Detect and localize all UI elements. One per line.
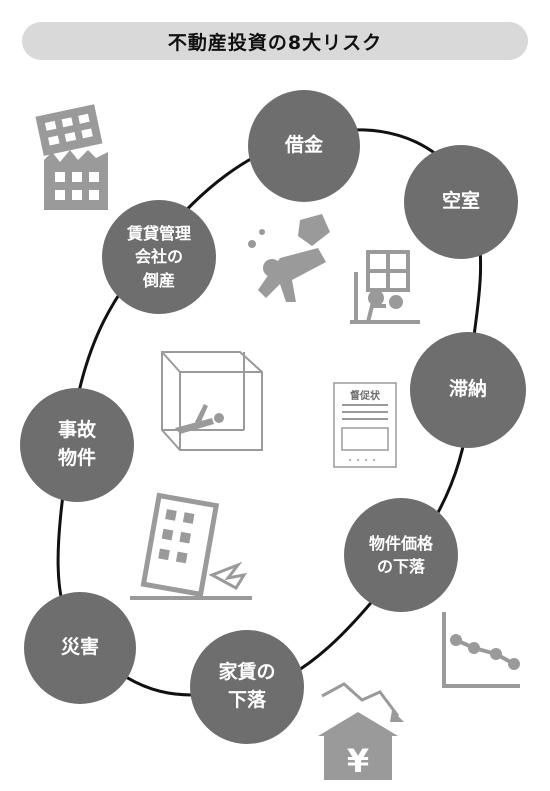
risk-rent-drop: 家賃の 下落 — [190, 630, 304, 744]
demand-letter-icon: 督促状 — [333, 382, 397, 468]
page-title: 不動産投資の8大リスク — [22, 22, 528, 60]
falling-rent-house-icon: ¥ — [318, 682, 404, 780]
declining-graph-icon — [442, 612, 520, 688]
yen-symbol: ¥ — [347, 742, 369, 780]
risk-management-company-bankruptcy: 賃貸管理 会社の 倒産 — [102, 200, 216, 314]
risk-debt: 借金 — [248, 90, 360, 202]
risk-disaster: 災害 — [24, 592, 136, 704]
tilted-building-icon — [130, 492, 252, 600]
collapsed-building-icon — [35, 104, 108, 210]
demand-letter-title: 督促状 — [350, 389, 381, 402]
risk-delinquency: 滞納 — [410, 332, 526, 448]
risk-stigmatized-property: 事故 物件 — [20, 388, 134, 502]
risk-vacancy: 空室 — [404, 145, 518, 259]
risk-property-price-drop: 物件価格 の下落 — [344, 498, 458, 612]
falling-person-icon — [248, 214, 330, 302]
accident-room-icon — [161, 351, 263, 451]
vacant-room-icon — [350, 250, 420, 324]
